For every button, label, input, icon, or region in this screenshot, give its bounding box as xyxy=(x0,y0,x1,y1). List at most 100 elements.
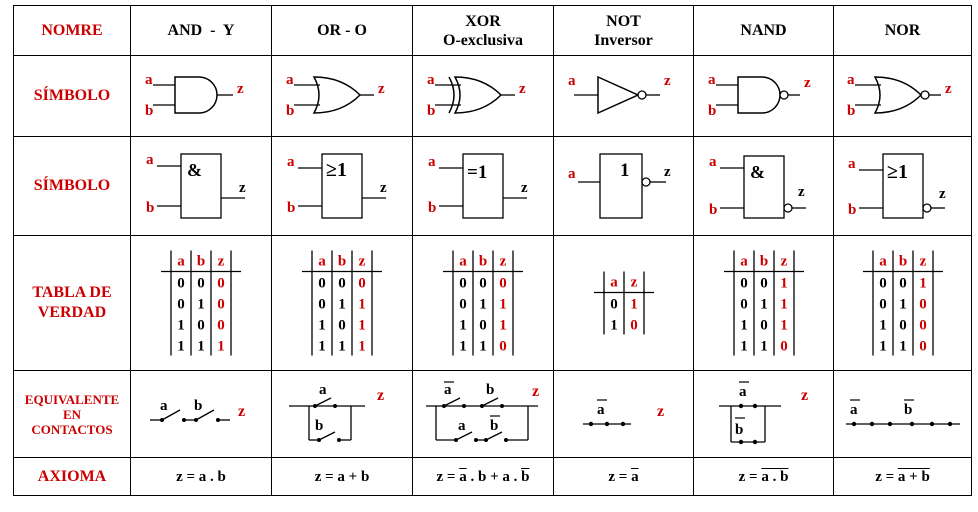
input-a-label: a xyxy=(708,72,716,88)
header-a: a xyxy=(610,275,618,291)
nand-ansi-symbol: a b z xyxy=(708,72,811,119)
nand-axiom: z = a . b xyxy=(693,457,834,496)
output-cell: 0 xyxy=(499,276,507,292)
input-cell: 0 xyxy=(338,276,346,292)
input-a-label: a xyxy=(145,72,153,88)
input-a-label: a xyxy=(287,154,295,170)
switch-b xyxy=(481,397,499,407)
not-ansi-symbol: a z xyxy=(568,73,671,115)
output-z-label: z xyxy=(380,180,387,196)
input-b-label: b xyxy=(708,103,716,119)
input-cell: 0 xyxy=(479,276,487,292)
switch-a xyxy=(314,397,332,407)
xor-contacts-cell: a b a b z xyxy=(412,370,554,458)
output-cell: 1 xyxy=(780,297,788,313)
input-b-label: b xyxy=(428,200,436,216)
input-cell: 1 xyxy=(879,318,887,334)
or-axiom: z = a + b xyxy=(271,457,413,496)
xor-iec-cell: =1 a b z xyxy=(412,136,554,236)
output-z-label: z xyxy=(939,186,946,202)
output-z-label: z xyxy=(519,81,526,97)
gate-name-nand: NAND xyxy=(693,5,834,56)
switch-b xyxy=(195,409,215,421)
input-cell: 0 xyxy=(177,276,185,292)
output-cell: 1 xyxy=(358,297,366,313)
input-a-label: a xyxy=(847,72,855,88)
input-b-label: b xyxy=(709,202,717,218)
header-b: b xyxy=(898,254,906,270)
row-label-symbol-iec: SÍMBOLO xyxy=(13,136,131,236)
input-cell: 1 xyxy=(197,297,205,313)
nand-iec-symbol: & a b z xyxy=(709,154,806,219)
header-z: z xyxy=(218,254,225,270)
contact-a-label: a xyxy=(160,398,168,414)
xor-ansi-symbol: a b z xyxy=(427,72,526,119)
header-a: a xyxy=(459,254,467,270)
switch-a-negated xyxy=(443,397,461,407)
not-axiom-lhs: z = xyxy=(608,468,632,485)
nand-iec-box xyxy=(742,155,785,219)
or-iec-symbol: ≥1 a b z xyxy=(287,153,387,219)
input-b-label: b xyxy=(847,103,855,119)
or-ansi-cell: a b z xyxy=(271,55,413,137)
xor-axiom-not-b: b xyxy=(521,468,530,485)
header-z: z xyxy=(780,254,787,270)
output-cell: 1 xyxy=(358,339,366,355)
input-cell: 1 xyxy=(740,339,748,355)
input-a-label: a xyxy=(428,154,436,170)
nand-axiom-rhs: a . b xyxy=(761,468,789,485)
output-cell: 0 xyxy=(217,297,225,313)
output-cell: 0 xyxy=(919,297,927,313)
input-a-label: a xyxy=(848,156,856,172)
header-b: b xyxy=(197,254,205,270)
contact-a-negated-label: a xyxy=(444,382,452,398)
output-z-label: z xyxy=(945,81,952,97)
output-z-label: z xyxy=(237,81,244,97)
contact-a-negated-label: a xyxy=(739,384,747,400)
and-contacts-cell: a b z xyxy=(130,370,272,458)
xor-iec-box xyxy=(462,153,504,219)
output-cell: 1 xyxy=(217,339,225,355)
nand-ansi-cell: a b z xyxy=(693,55,834,137)
row-label-axiom: AXIOMA xyxy=(13,457,131,496)
header-b: b xyxy=(479,254,487,270)
inversion-bubble xyxy=(636,90,647,100)
row-label-name: NOMRE xyxy=(13,5,131,56)
gate-name-and: AND - Y xyxy=(130,5,272,56)
nand-contacts-diagram: a b z xyxy=(718,381,808,445)
and-iec-symbol: & a b z xyxy=(146,152,246,219)
input-a-label: a xyxy=(568,166,576,182)
output-z-label: z xyxy=(378,81,385,97)
output-cell: 0 xyxy=(217,276,225,292)
input-cell: 1 xyxy=(479,339,487,355)
output-cell: 0 xyxy=(919,318,927,334)
gate-name-or: OR - O xyxy=(271,5,413,56)
switch-b-negated xyxy=(485,431,503,441)
not-iec-symbol: 1 a z xyxy=(568,153,671,219)
input-cell: 1 xyxy=(459,339,467,355)
output-z-label: z xyxy=(377,387,384,404)
not-axiom: z = a xyxy=(553,457,694,496)
nor-contacts-diagram: a b xyxy=(845,399,960,427)
output-cell: 1 xyxy=(780,276,788,292)
input-cell: 1 xyxy=(899,339,907,355)
ansi-symbol-row: SÍMBOLO a b z a b z xyxy=(13,55,972,137)
contact-b-negated-label: b xyxy=(904,402,912,418)
input-a-label: a xyxy=(286,72,294,88)
nor-gate-shape xyxy=(873,76,922,114)
input-cell: 0 xyxy=(459,276,467,292)
input-a-label: a xyxy=(427,72,435,88)
inversion-bubble xyxy=(919,90,930,100)
iec-and-sign: & xyxy=(187,160,202,180)
output-z-label: z xyxy=(238,403,245,420)
input-cell: 0 xyxy=(879,276,887,292)
input-cell: 0 xyxy=(760,318,768,334)
nor-iec-cell: ≥1 a b z xyxy=(833,136,972,236)
